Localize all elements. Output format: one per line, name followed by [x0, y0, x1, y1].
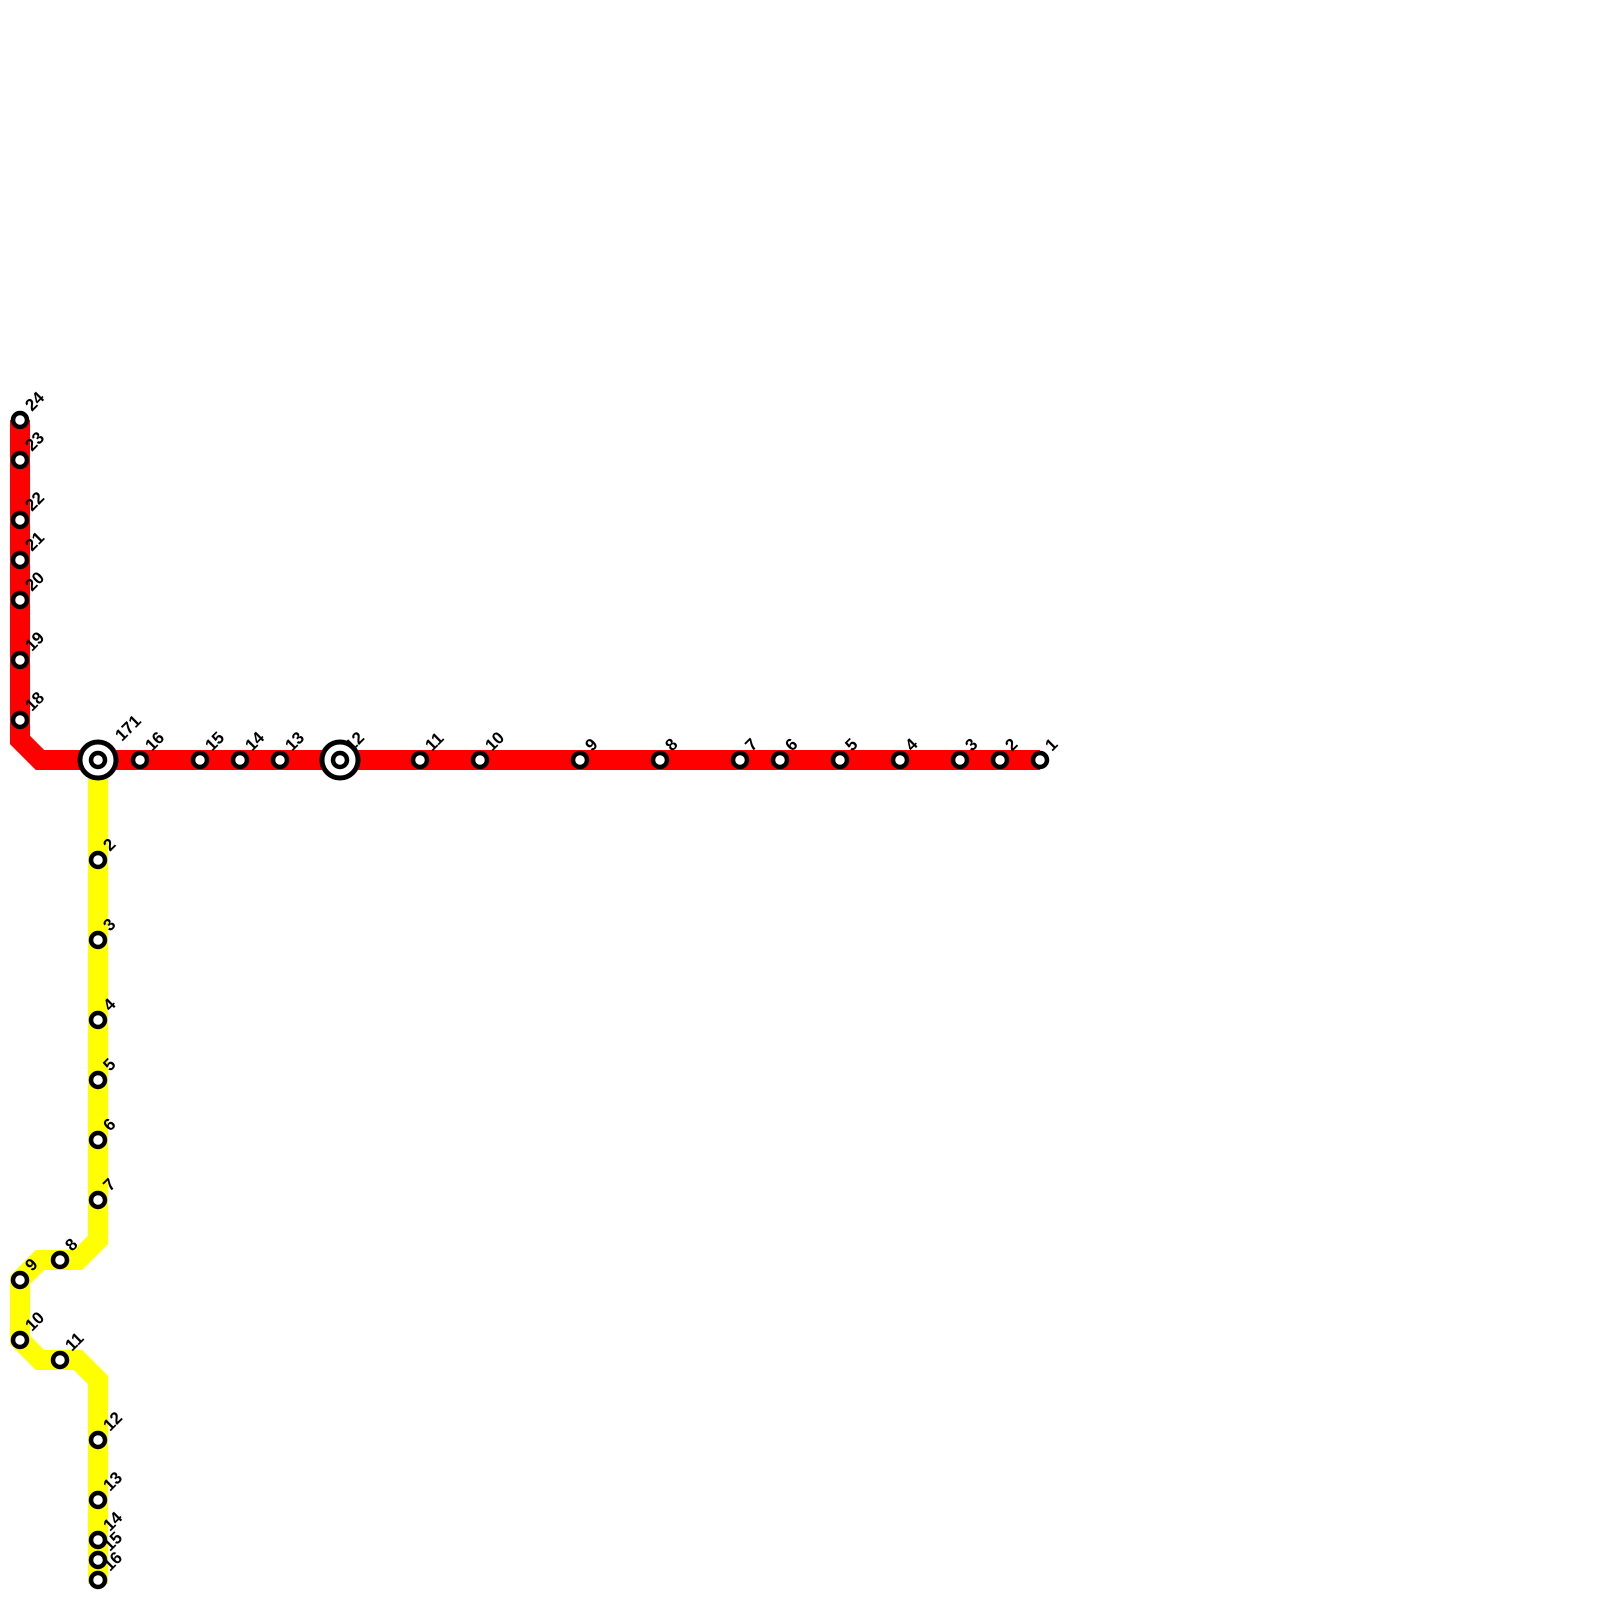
- interchange-inner: [88, 750, 108, 770]
- station-label: 24: [21, 388, 48, 415]
- station-marker: [10, 1270, 30, 1290]
- station-marker: [10, 710, 30, 730]
- station-marker: [10, 510, 30, 530]
- station-marker: [88, 1010, 108, 1030]
- station-marker: [88, 930, 108, 950]
- station-marker: [10, 410, 30, 430]
- station-marker: [88, 1530, 108, 1550]
- station-marker: [88, 1190, 108, 1210]
- station-marker: [88, 1070, 108, 1090]
- station-label: 1: [1041, 735, 1061, 755]
- station-marker: [10, 650, 30, 670]
- station-marker: [730, 750, 750, 770]
- station-marker: [130, 750, 150, 770]
- station-marker: [50, 1350, 70, 1370]
- route-lines: [10, 420, 1040, 1584]
- station-marker: [88, 1550, 108, 1570]
- station-marker: [10, 1330, 30, 1350]
- station-marker: [50, 1250, 70, 1270]
- interchange-inner: [330, 750, 350, 770]
- station-marker: [88, 1570, 108, 1590]
- station-marker: [10, 590, 30, 610]
- station-marker: [190, 750, 210, 770]
- station-marker: [410, 750, 430, 770]
- red-line-route: [10, 420, 1040, 770]
- station-marker: [470, 750, 490, 770]
- station-marker: [990, 750, 1010, 770]
- red-line-station[interactable]: 24: [10, 388, 49, 430]
- station-marker: [570, 750, 590, 770]
- station-marker: [890, 750, 910, 770]
- yellow-line-station[interactable]: 7: [88, 1175, 120, 1210]
- station-marker: [88, 1430, 108, 1450]
- station-marker: [88, 1490, 108, 1510]
- station-marker: [770, 750, 790, 770]
- interchange-label: 171: [111, 711, 144, 744]
- station-marker: [270, 750, 290, 770]
- station-marker: [88, 850, 108, 870]
- station-marker: [10, 550, 30, 570]
- station-marker: [88, 1130, 108, 1150]
- station-marker: [950, 750, 970, 770]
- station-marker: [650, 750, 670, 770]
- interchange-station[interactable]: [319, 739, 361, 781]
- yellow-line-route: [10, 760, 108, 1584]
- station-marker: [230, 750, 250, 770]
- station-marker: [10, 450, 30, 470]
- station-marker: [830, 750, 850, 770]
- station-marker: [1030, 750, 1050, 770]
